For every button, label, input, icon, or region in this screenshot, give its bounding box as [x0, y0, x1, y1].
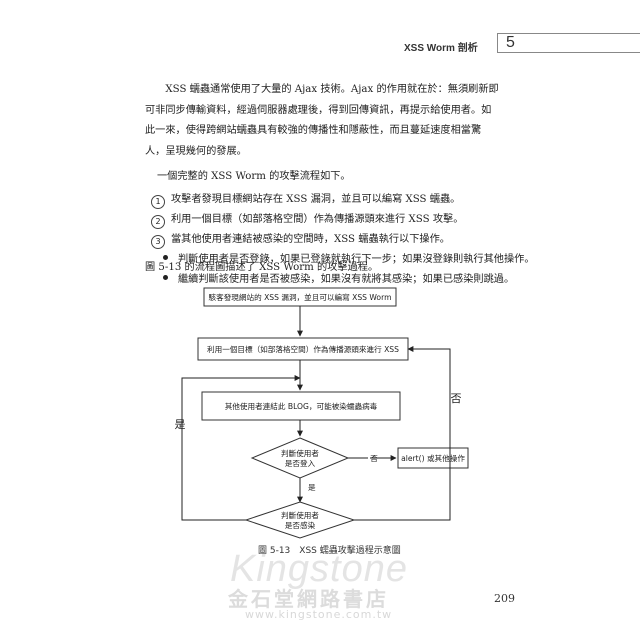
step-1: 1 攻擊者發現目標網站存在 XSS 漏洞，並且可以編寫 XSS 蠕蟲。: [151, 190, 460, 209]
flow-label-no-right: 否: [451, 392, 462, 405]
step-marker-1: 1: [151, 195, 165, 209]
step-marker-3: 3: [151, 235, 165, 249]
watermark-url: www.kingstone.com.tw: [245, 608, 393, 621]
bullet-1: 判斷使用者是否登錄，如果已登錄就執行下一步；如果沒登錄則執行其他操作。: [163, 250, 535, 265]
figure-reference: 圖 5-13 的流程圖描述了 XSS Worm 的攻擊過程。: [145, 262, 379, 273]
chapter-number: 5: [506, 34, 515, 51]
flow-diamond-logged-in-line1: 判斷使用者: [281, 448, 319, 458]
flow-diamond-logged-in: [250, 437, 350, 479]
step-marker-2: 2: [151, 215, 165, 229]
header-box: [497, 33, 640, 53]
flow-label-yes-left: 是: [175, 418, 186, 431]
flow-box-visit-blog-label: 其他使用者連結此 BLOG，可能被染蠕蟲病毒: [225, 401, 378, 411]
flow-box-visit-blog: [201, 391, 401, 421]
page-number: 209: [494, 592, 515, 605]
bullet-dot: [163, 255, 168, 260]
flow-diamond-infected-line1: 判斷使用者: [281, 510, 319, 520]
bullet-dot: [163, 275, 168, 280]
flow-loop-yes: [181, 375, 301, 521]
paragraph-ajax: XSS 蠕蟲通常使用了大量的 Ajax 技術。Ajax 的作用就在於：無須刷新即…: [145, 84, 499, 157]
flow-box-alert-label: alert() 或其他操作: [401, 453, 465, 463]
flow-diamond-infected: [244, 501, 356, 539]
figure-caption: 圖 5-13 XSS 蠕蟲攻擊過程示意圖: [258, 546, 401, 556]
intro-line: 一個完整的 XSS Worm 的攻擊流程如下。: [157, 171, 351, 182]
step-text-1: 攻擊者發現目標網站存在 XSS 漏洞，並且可以編寫 XSS 蠕蟲。: [171, 194, 461, 205]
step-text-3: 當其他使用者連結被感染的空間時，XSS 蠕蟲執行以下操作。: [171, 234, 450, 245]
bullet-text-1: 判斷使用者是否登錄，如果已登錄就執行下一步；如果沒登錄則執行其他操作。: [178, 254, 535, 265]
flow-box-discover-label: 駭客發現網站的 XSS 漏洞，並且可以編寫 XSS Worm: [209, 292, 392, 302]
step-2: 2 利用一個目標（如部落格空間）作為傳播源頭來進行 XSS 攻擊。: [151, 210, 463, 229]
step-text-2: 利用一個目標（如部落格空間）作為傳播源頭來進行 XSS 攻擊。: [171, 214, 464, 225]
flow-label-yes-below: 是: [308, 483, 316, 492]
bullet-text-2: 繼續判斷該使用者是否被感染，如果沒有就將其感染；如果已感染則跳過。: [178, 274, 515, 285]
bullet-2: 繼續判斷該使用者是否被感染，如果沒有就將其感染；如果已感染則跳過。: [163, 270, 514, 285]
flow-diamond-infected-line2: 是否感染: [285, 520, 316, 530]
watermark-brand: Kingstone: [230, 548, 409, 590]
watermark-chinese: 金石堂網路書店: [228, 587, 389, 611]
xss-worm-flowchart: 駭客發現網站的 XSS 漏洞，並且可以編寫 XSS Worm 利用一個目標（如部…: [175, 287, 469, 539]
step-3: 3 當其他使用者連結被感染的空間時，XSS 蠕蟲執行以下操作。: [151, 230, 450, 249]
flow-box-spread-source-label: 利用一個目標（如部落格空間）作為傳播源頭來進行 XSS: [207, 344, 399, 354]
flow-loop-no: [354, 346, 451, 521]
running-header-title: XSS Worm 剖析: [404, 43, 478, 54]
flow-diamond-logged-in-line2: 是否登入: [285, 458, 316, 468]
